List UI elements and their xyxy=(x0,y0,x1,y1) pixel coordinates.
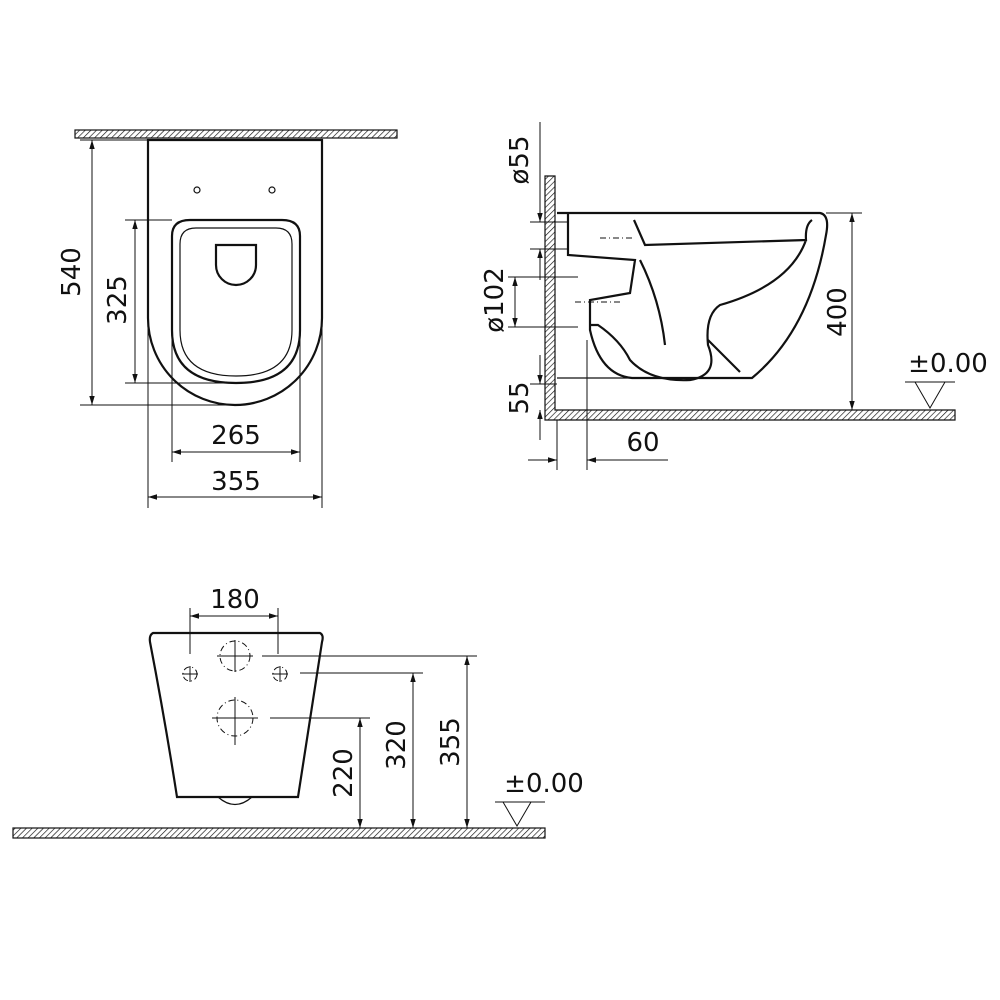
top-view: 540 325 265 355 xyxy=(57,129,398,508)
dimension-depth: 540 xyxy=(57,247,87,297)
wall-hatch xyxy=(74,129,398,139)
dimension-wall-offset: 60 xyxy=(626,428,659,458)
wall-floor-hatch xyxy=(544,175,956,421)
seat-outline xyxy=(170,218,302,385)
bowl-opening xyxy=(214,243,258,287)
dimension-bottom-offset: 55 xyxy=(505,381,535,414)
bowl-section-outer xyxy=(557,211,829,380)
bowl-back-outline xyxy=(148,631,324,799)
lid-outline xyxy=(179,227,293,377)
outlet-bulge xyxy=(217,796,253,806)
fixing-hole-left xyxy=(193,186,201,194)
dimension-seat-width: 265 xyxy=(211,421,261,451)
level-marker-icon xyxy=(905,381,955,410)
fixing-hole-right xyxy=(268,186,276,194)
dimension-inlet-height: 355 xyxy=(436,717,466,767)
dimension-bolt-spacing: 180 xyxy=(210,585,260,615)
dimension-outlet-diameter: ø102 xyxy=(480,267,510,333)
dimension-outlet-height: 220 xyxy=(329,748,359,798)
dimension-height: 400 xyxy=(823,287,853,337)
bowl-section-inner xyxy=(590,219,813,382)
dimension-seat-depth: 325 xyxy=(103,275,133,325)
inlet-hole-icon xyxy=(217,640,253,672)
front-view: 180 220 320 355 ±0.00 xyxy=(12,585,584,839)
floor-hatch xyxy=(12,827,546,839)
bolt-hole-right-icon xyxy=(272,666,288,682)
outlet-hole-icon xyxy=(212,697,258,745)
level-label-side: ±0.00 xyxy=(908,349,988,379)
dimension-inlet-diameter: ø55 xyxy=(505,136,535,185)
level-marker-icon xyxy=(495,801,545,827)
bowl-outline xyxy=(146,138,324,407)
level-label-front: ±0.00 xyxy=(504,769,584,799)
side-view: 400 ±0.00 ø55 ø102 55 60 xyxy=(480,122,988,470)
dimension-width: 355 xyxy=(211,467,261,497)
bolt-hole-left-icon xyxy=(182,666,198,682)
dimension-bolt-height: 320 xyxy=(382,720,412,770)
